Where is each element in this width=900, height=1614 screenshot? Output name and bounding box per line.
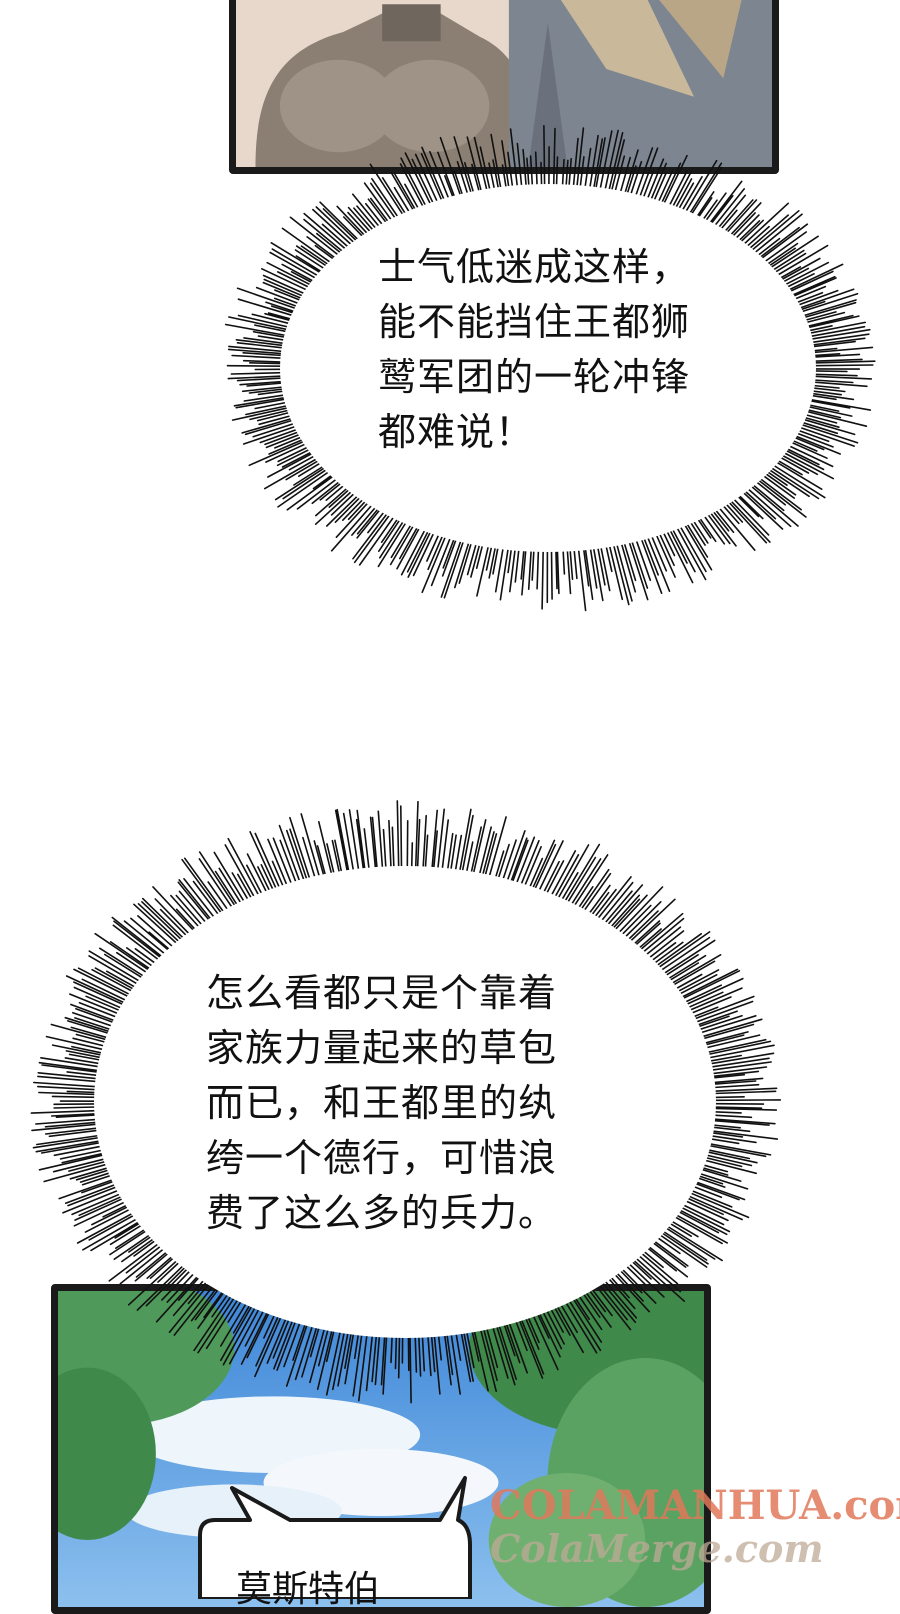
bubble-2-line: 而已，和王都里的纨 bbox=[206, 1081, 558, 1125]
watermark-line-1: COLAMANHUA.com bbox=[490, 1482, 900, 1529]
bubble-2-line: 怎么看都只是个靠着 bbox=[206, 971, 558, 1015]
bubble-1-line: 鹫军团的一轮冲锋 bbox=[378, 355, 691, 399]
small-bubble-text: 莫斯特伯 bbox=[236, 1569, 381, 1610]
watermark-line-2: ColaMerge.com bbox=[490, 1526, 824, 1571]
bubble-2-line: 绔一个德行，可惜浪 bbox=[206, 1136, 558, 1180]
characters-illustration bbox=[236, 0, 772, 167]
speech-bubble-2-text: 怎么看都只是个靠着 家族力量起来的草包 而已，和王都里的纨 绔一个德行，可惜浪 … bbox=[206, 966, 557, 1241]
bubble-1-line: 能不能挡住王都狮 bbox=[378, 300, 691, 344]
speech-bubble-1-text: 士气低迷成这样， 能不能挡住王都狮 鹫军团的一轮冲锋 都难说！ bbox=[378, 240, 690, 460]
bubble-2-line: 家族力量起来的草包 bbox=[206, 1026, 558, 1070]
comic-panel-characters bbox=[229, 0, 779, 174]
bubble-1-line: 都难说！ bbox=[378, 410, 535, 454]
bubble-1-line: 士气低迷成这样， bbox=[378, 245, 691, 289]
bubble-2-line: 费了这么多的兵力。 bbox=[206, 1191, 558, 1235]
